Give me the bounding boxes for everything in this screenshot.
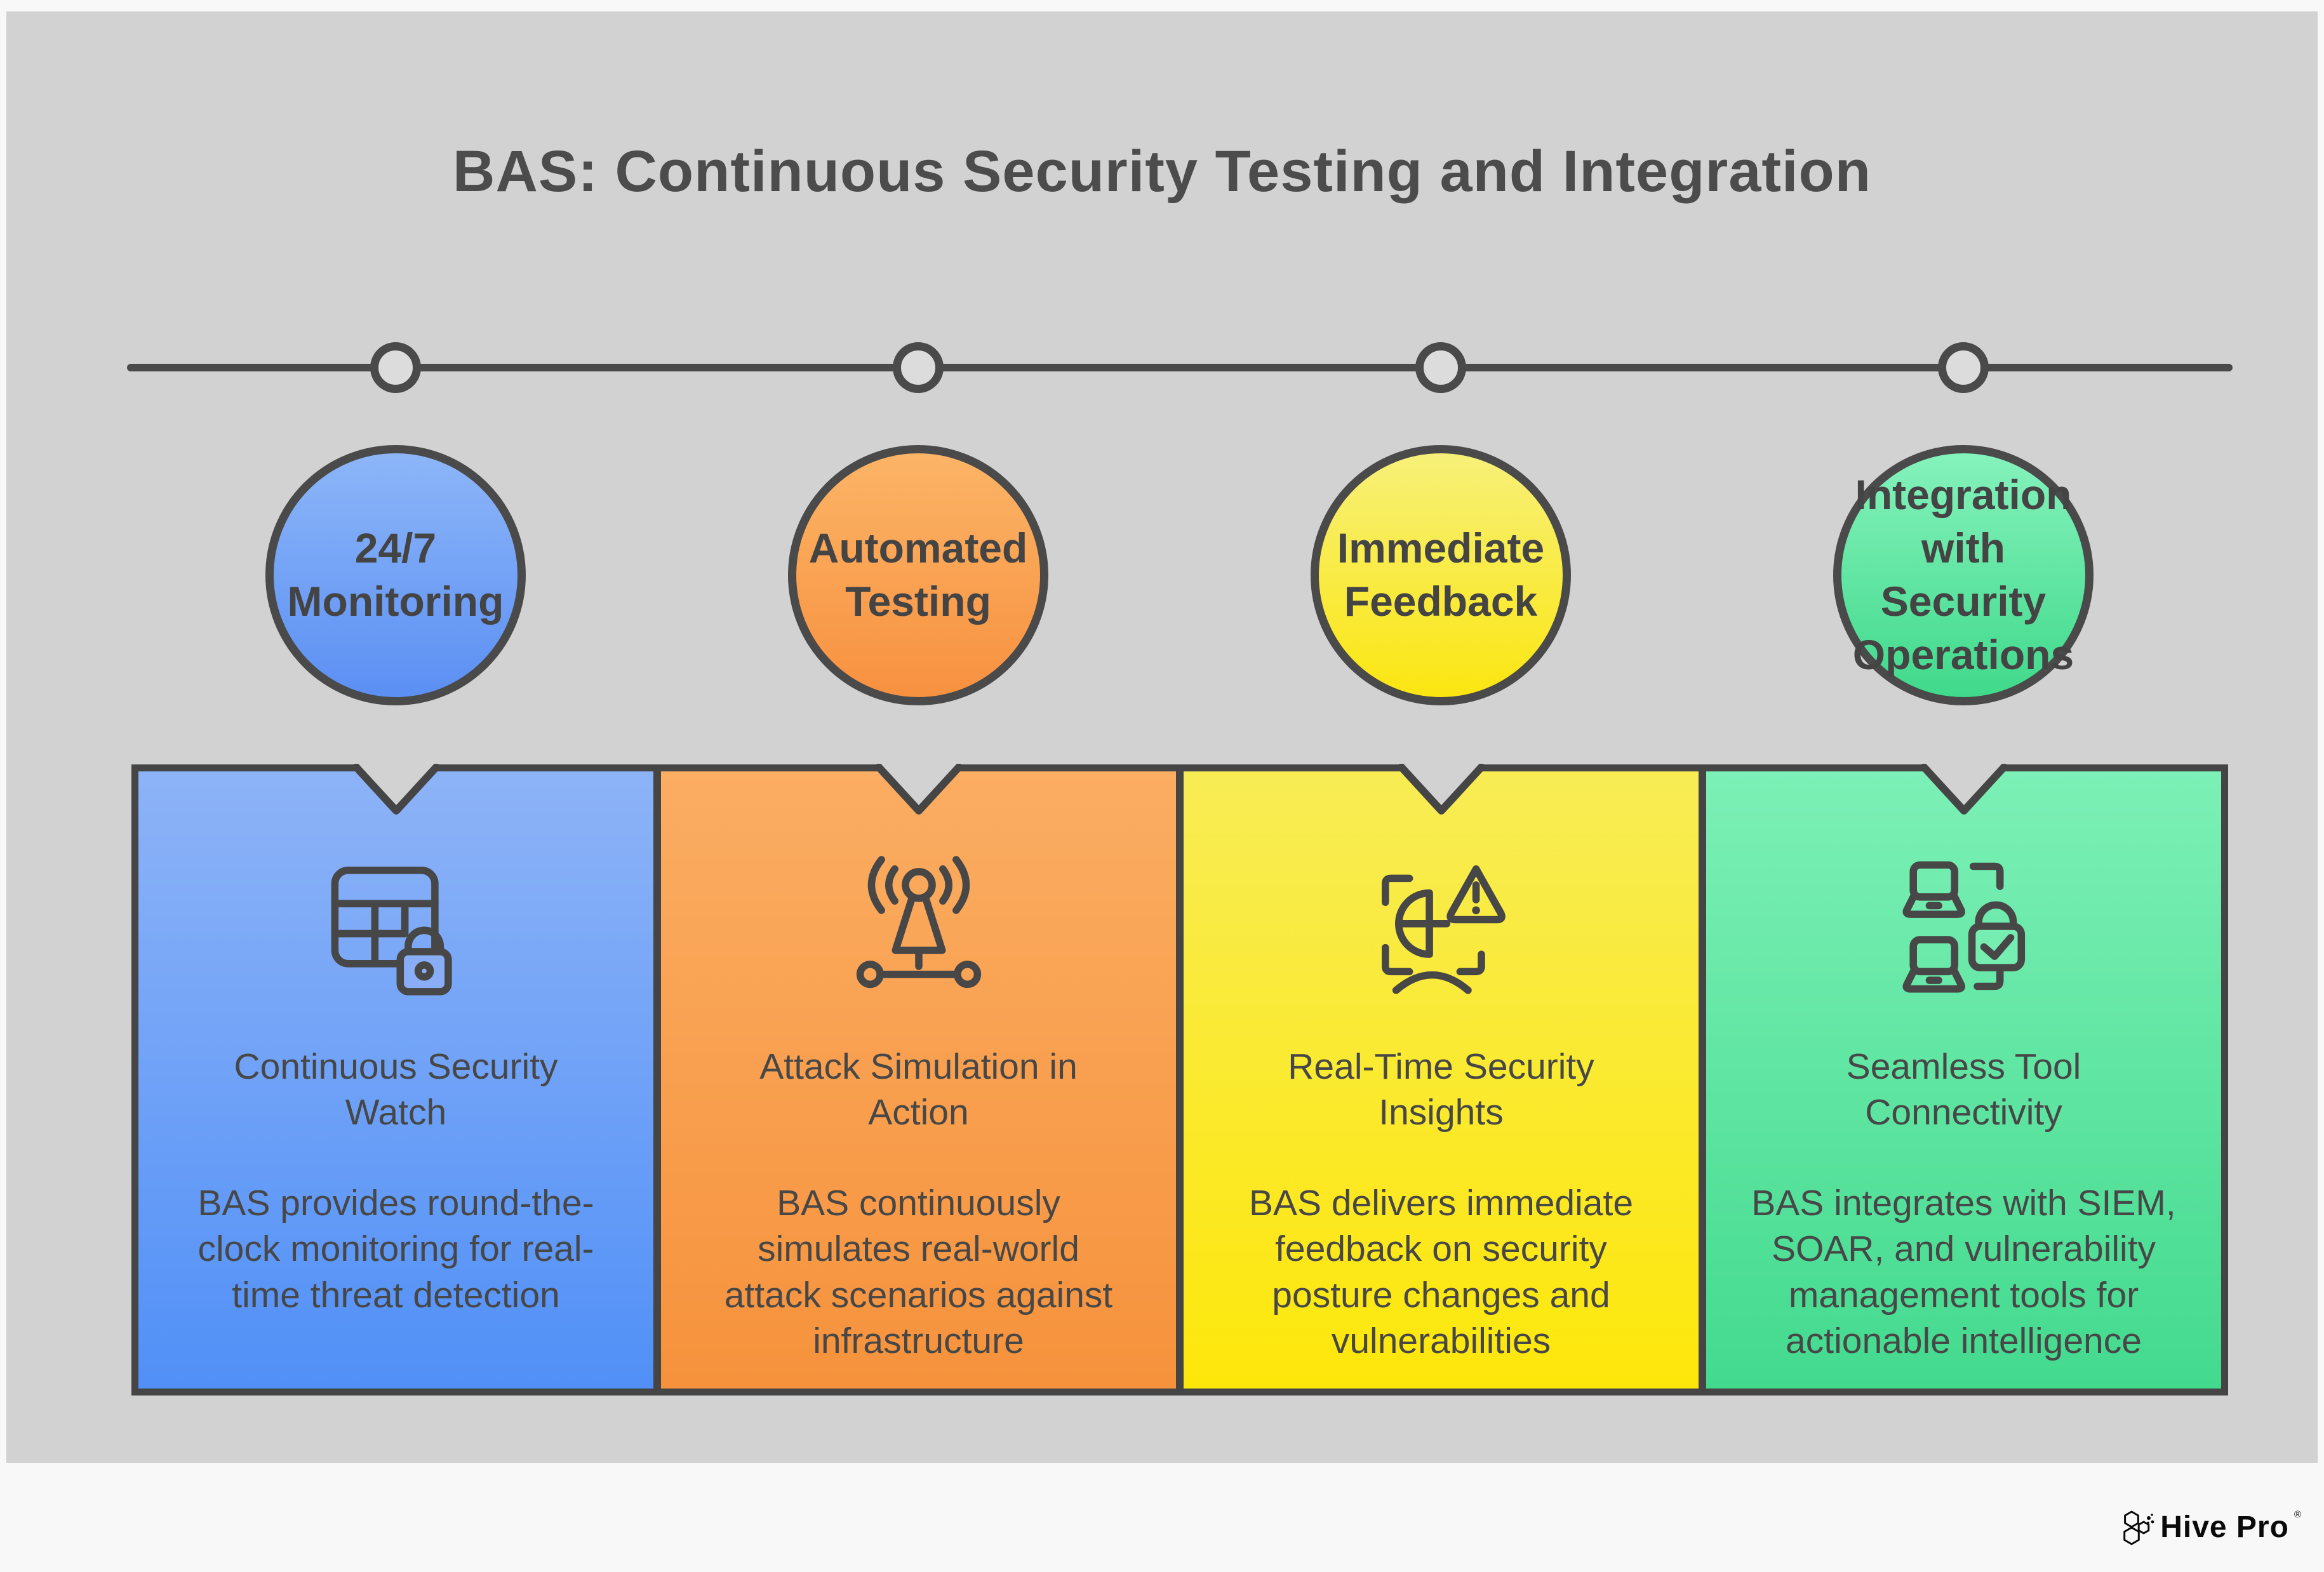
- card-realtime-insights: Real-Time Security Insights BAS delivers…: [1177, 764, 1706, 1395]
- card-heading: Seamless Tool Connectivity: [1846, 1046, 2081, 1133]
- card-body: BAS integrates with SIEM, SOAR, and vuln…: [1751, 1183, 2176, 1362]
- step-circle-integration: Integration with Security Operations: [1833, 445, 2094, 705]
- table-lock-icon: [138, 846, 653, 1006]
- devices-lock-icon: [1706, 846, 2221, 1006]
- card-heading: Continuous Security Watch: [234, 1046, 558, 1133]
- step-circle-label: Immediate Feedback: [1337, 524, 1545, 625]
- card-body: BAS provides round-the- clock monitoring…: [197, 1183, 594, 1316]
- step-circle-monitoring: 24/7 Monitoring: [265, 445, 526, 705]
- timeline: [127, 364, 2233, 371]
- step-circle-label: 24/7 Monitoring: [287, 524, 504, 625]
- card-continuous-monitoring: Continuous Security Watch BAS provides r…: [131, 764, 660, 1395]
- card-notch: [1918, 764, 2009, 815]
- globe-alert-icon: [1184, 846, 1699, 1006]
- card-tool-connectivity: Seamless Tool Connectivity BAS integrate…: [1699, 764, 2228, 1395]
- card-notch: [351, 764, 441, 815]
- card-notch: [873, 764, 964, 815]
- brand-text: Hive Pro: [2160, 1510, 2289, 1544]
- timeline-node-1: [370, 342, 421, 393]
- timeline-node-2: [893, 342, 944, 393]
- page-title: BAS: Continuous Security Testing and Int…: [453, 139, 1871, 204]
- antenna-broadcast-icon: [661, 846, 1176, 1006]
- timeline-node-4: [1938, 342, 1989, 393]
- step-circle-label: Integration with Security Operations: [1852, 471, 2074, 678]
- hivepro-hexagon-icon: [2123, 1510, 2154, 1545]
- card-heading: Real-Time Security Insights: [1288, 1046, 1594, 1133]
- infographic-canvas: BAS: Continuous Security Testing and Int…: [6, 11, 2318, 1463]
- card-body: BAS continuously simulates real-world at…: [724, 1183, 1113, 1362]
- footer: Hive Pro ®: [0, 1463, 2324, 1572]
- timeline-node-3: [1415, 342, 1466, 393]
- step-circle-immediate-feedback: Immediate Feedback: [1311, 445, 1571, 705]
- card-notch: [1396, 764, 1486, 815]
- card-body: BAS delivers immediate feedback on secur…: [1248, 1183, 1634, 1362]
- step-circle-label: Automated Testing: [808, 524, 1028, 625]
- card-attack-simulation: Attack Simulation in Action BAS continuo…: [654, 764, 1183, 1395]
- card-heading: Attack Simulation in Action: [759, 1046, 1078, 1133]
- registered-mark: ®: [2294, 1509, 2301, 1520]
- hivepro-logo: Hive Pro ®: [2118, 1508, 2301, 1546]
- step-circle-automated-testing: Automated Testing: [788, 445, 1048, 705]
